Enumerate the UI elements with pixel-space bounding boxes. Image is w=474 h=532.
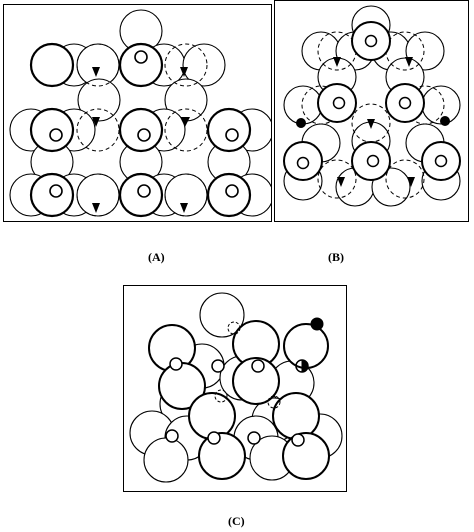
site-marker: [49, 128, 63, 142]
atom-front: [232, 357, 280, 405]
site-marker: [332, 96, 346, 110]
triangle-site: [180, 67, 188, 77]
atom-back: [405, 31, 445, 71]
site-marker: [211, 359, 225, 373]
triangle-site: [367, 119, 375, 129]
atom-front: [272, 392, 320, 440]
atom-dashed: [385, 159, 425, 199]
atom-dashed: [164, 43, 208, 87]
triangle-site: [337, 177, 345, 187]
triangle-site: [405, 57, 413, 67]
site-marker: [434, 154, 448, 168]
panel-b-stacking-diagram: [274, 0, 469, 222]
caption-a: (A): [148, 250, 165, 264]
triangle-site: [407, 177, 415, 187]
atom-front: [198, 432, 246, 480]
site-marker: [137, 128, 151, 142]
triangle-site: [92, 67, 100, 77]
site-marker: [225, 184, 239, 198]
atom-dashed: [317, 159, 357, 199]
panel-b-svg: [283, 5, 461, 207]
site-marker: [134, 50, 148, 64]
site-marker: [398, 96, 412, 110]
atom-front: [282, 432, 330, 480]
panel-a-svg: [9, 9, 271, 218]
atom-back: [77, 78, 121, 122]
triangle-site: [180, 203, 188, 213]
site-marker: [251, 359, 265, 373]
dashed-site: [267, 395, 281, 409]
site-marker: [225, 128, 239, 142]
filled-site: [296, 118, 306, 128]
caption-c: (C): [228, 514, 245, 528]
dashed-site: [214, 389, 228, 403]
site-marker: [366, 154, 380, 168]
panel-a-stacking-diagram: [3, 4, 272, 222]
atom-back: [283, 85, 323, 125]
atom-back: [182, 43, 226, 87]
site-marker: [291, 433, 305, 447]
site-marker: [247, 431, 261, 445]
atom: [143, 437, 189, 483]
triangle-site: [92, 203, 100, 213]
panel-c-disordered-packing: [123, 285, 347, 492]
panel-c-svg: [129, 292, 343, 483]
filled-site: [310, 317, 324, 331]
site-marker: [49, 184, 63, 198]
atom-front: [29, 42, 75, 88]
atom-front: [118, 42, 164, 88]
dashed-site: [227, 321, 241, 335]
filled-site: [440, 116, 450, 126]
triangle-site: [92, 117, 100, 127]
site-marker: [137, 184, 151, 198]
site-marker: [165, 429, 179, 443]
site-marker: [169, 357, 183, 371]
half-filled-site-outline: [295, 359, 309, 373]
site-marker: [364, 34, 378, 48]
caption-b: (B): [328, 250, 344, 264]
triangle-site: [333, 57, 341, 67]
triangle-site: [180, 117, 190, 127]
site-marker: [207, 431, 221, 445]
atom: [199, 292, 245, 338]
site-marker: [296, 156, 310, 170]
